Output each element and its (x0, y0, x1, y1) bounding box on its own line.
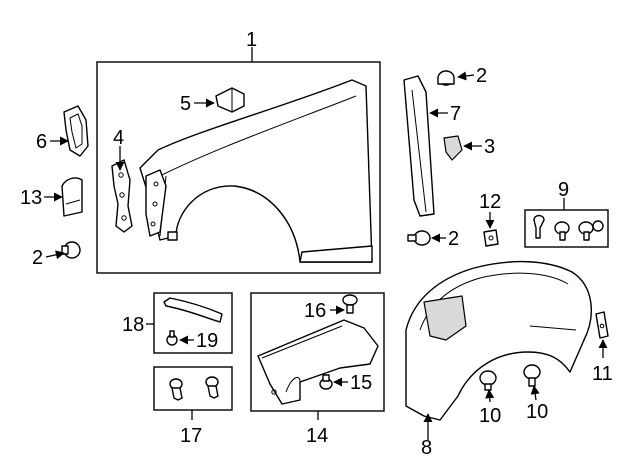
fender-shield (61, 177, 83, 217)
callout-8: 8 (421, 437, 432, 459)
clip-kit-box (524, 209, 609, 248)
callout-12: 12 (479, 191, 501, 213)
fender-seal (63, 105, 89, 157)
fastener-kit-fasteners (169, 376, 219, 401)
callout-2-top: 2 (476, 65, 487, 87)
callout-13: 13 (20, 187, 42, 209)
deflector-bracket (443, 135, 463, 161)
bolt-top (437, 70, 455, 86)
callout-11: 11 (592, 363, 613, 385)
bolt-lower-right (407, 230, 431, 246)
fender-inner-bracket (145, 169, 167, 237)
callout-19: 19 (196, 330, 218, 352)
callout-7: 7 (450, 103, 461, 125)
shield-screw (342, 294, 358, 314)
callout-1: 1 (246, 29, 257, 51)
callout-4: 4 (113, 127, 124, 149)
molding-clip (166, 330, 178, 346)
fender-panel (139, 79, 373, 263)
callout-9: 9 (558, 179, 569, 201)
callout-15: 15 (350, 372, 372, 394)
callout-10-left: 10 (479, 405, 501, 427)
bolt-left (61, 241, 81, 259)
callout-14: 14 (306, 425, 328, 447)
fastener-kit-box (153, 366, 233, 411)
shield-clip (319, 374, 333, 390)
callout-17: 17 (180, 425, 202, 447)
fender-liner (405, 260, 592, 421)
callout-2-left: 2 (32, 247, 43, 269)
callout-10-right: 10 (526, 401, 548, 423)
fender-deflector (403, 75, 435, 217)
clip-kit-clips (533, 214, 604, 241)
callout-16: 16 (304, 300, 326, 322)
callout-18: 18 (122, 314, 144, 336)
fender-bracket (111, 159, 133, 233)
molding-group-box (153, 292, 233, 354)
push-pin-right (523, 364, 541, 387)
fender-clip (215, 87, 245, 113)
callout-3: 3 (484, 136, 495, 158)
callout-2-lower: 2 (448, 228, 459, 250)
liner-bracket (595, 311, 609, 339)
callout-6: 6 (36, 131, 47, 153)
push-pin-left (479, 370, 497, 391)
fender-group-box (96, 61, 381, 274)
clip-nut (483, 229, 499, 247)
callout-5: 5 (180, 93, 191, 115)
splash-shield (257, 319, 379, 405)
molding (163, 297, 223, 323)
